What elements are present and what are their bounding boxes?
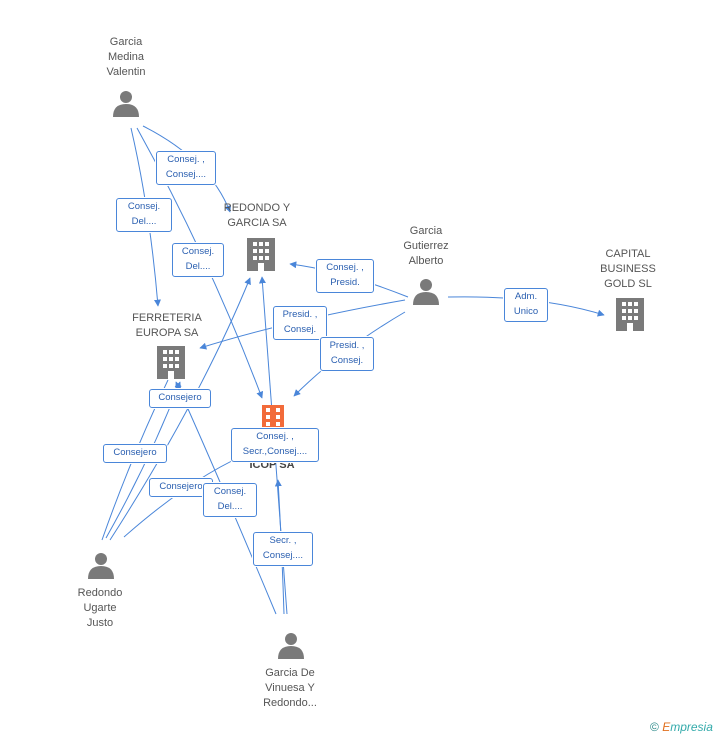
person-icon — [113, 91, 139, 117]
node-label-capital-business[interactable]: CAPITAL BUSINESS GOLD SL — [600, 248, 656, 290]
edge-label-ru-ferreteria[interactable]: Consejero — [149, 389, 211, 408]
edge-label-gg-icop[interactable]: Presid. , Consej. — [320, 337, 374, 371]
node-label-garcia-gutierrez[interactable]: Garcia Gutierrez Alberto — [403, 225, 449, 267]
node-label-garcia-medina[interactable]: Garcia Medina Valentin — [106, 36, 146, 78]
edge-label-gv-icop-main[interactable]: Consej. , Secr.,Consej.... — [231, 428, 319, 462]
node-label-garcia-vinuesa[interactable]: Garcia De Vinuesa Y Redondo... — [263, 667, 317, 709]
brand-footer: © Empresia — [650, 720, 713, 734]
edge-label-gv-icop[interactable]: Secr. , Consej.... — [253, 532, 313, 566]
building-icon — [157, 346, 185, 379]
building-icon — [247, 238, 275, 271]
person-icon — [278, 633, 304, 659]
focus-building-icon — [262, 405, 284, 430]
building-icon — [616, 298, 644, 331]
edge-label-gv-ferreteria[interactable]: Consej. Del.... — [203, 483, 257, 517]
edge-label-gm-redondo[interactable]: Consej. , Consej.... — [156, 151, 216, 185]
node-label-redondo-garcia[interactable]: REDONDO Y GARCIA SA — [223, 202, 291, 229]
empresia-logo: Empresia — [662, 720, 713, 734]
edge-label-gg-ferreteria[interactable]: Presid. , Consej. — [273, 306, 327, 340]
person-icon — [413, 279, 439, 305]
node-label-ferreteria[interactable]: FERRETERIA EUROPA SA — [132, 312, 202, 339]
edge-label-gg-redondo[interactable]: Consej. , Presid. — [316, 259, 374, 293]
person-icon — [88, 553, 114, 579]
edge-label-gm-ferreteria[interactable]: Consej. Del.... — [116, 198, 172, 232]
edge-label-ru-redondo[interactable]: Consejero — [103, 444, 167, 463]
edge-label-gg-capital[interactable]: Adm. Unico — [504, 288, 548, 322]
edge-label-gm-icop[interactable]: Consej. Del.... — [172, 243, 224, 277]
node-label-icop[interactable]: ICOP SA — [249, 459, 295, 471]
copyright-icon: © — [650, 720, 659, 734]
node-label-redondo-ugarte[interactable]: Redondo Ugarte Justo — [77, 587, 123, 629]
